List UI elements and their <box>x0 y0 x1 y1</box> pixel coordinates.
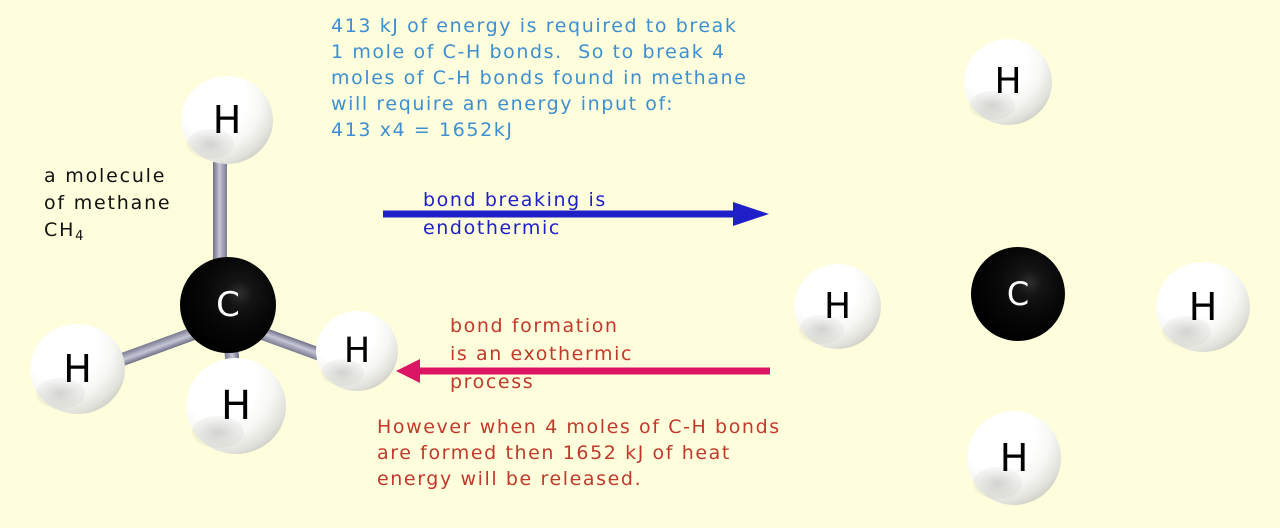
bond-breaking-label-line-1: bond breaking is <box>423 189 607 211</box>
endothermic-explanation: 413 kJ of energy is required to break 1 … <box>331 13 748 143</box>
methane-hydrogen-top: H <box>181 76 273 164</box>
bond-formation-label-line-3: process <box>450 371 535 393</box>
free-hydrogen-right: H <box>1156 262 1250 352</box>
atom-label-c: C <box>216 285 240 325</box>
methane-caption-line-1: a molecule <box>44 165 167 187</box>
atom-label-h: H <box>994 61 1022 102</box>
free-hydrogen-bottom: H <box>967 411 1061 505</box>
bond-breaking-arrow <box>383 202 769 226</box>
exothermic-explanation-line-2: are formed then 1652 kJ of heat <box>377 442 731 464</box>
methane-hydrogen-bottom-center: H <box>186 358 286 454</box>
atom-label-h: H <box>823 285 852 327</box>
methane-caption: a molecule of methane CH4 <box>44 163 171 250</box>
methane-hydrogen-bottom-left: H <box>30 324 125 414</box>
endothermic-explanation-line-3: moles of C-H bonds found in methane <box>331 67 748 89</box>
atom-label-c: C <box>1006 275 1030 313</box>
atom-label-h: H <box>999 436 1029 480</box>
atom-label-h: H <box>343 330 371 371</box>
atom-label-h: H <box>63 347 92 391</box>
atom-label-h: H <box>220 383 252 429</box>
free-hydrogen-left: H <box>794 264 881 349</box>
bond-breaking-label-line-2: endothermic <box>423 217 561 239</box>
endothermic-explanation-line-2: 1 mole of C-H bonds. So to break 4 <box>331 41 726 63</box>
bond-breaking-arrow-label: bond breaking is endothermic <box>423 186 607 242</box>
atom-label-h: H <box>1188 285 1218 329</box>
methane-formula-main: CH <box>44 219 76 241</box>
methane-hydrogen-bottom-right: H <box>316 311 398 391</box>
bond-formation-arrow <box>396 359 770 383</box>
methane-carbon: C <box>180 257 276 353</box>
exothermic-explanation-line-3: energy will be released. <box>377 468 643 490</box>
endothermic-explanation-line-5: 413 x4 = 1652kJ <box>331 119 514 141</box>
methane-formula: CH4 <box>44 219 84 244</box>
methane-formula-subscript: 4 <box>75 229 84 244</box>
bond-formation-label-line-2: is an exothermic <box>450 343 634 365</box>
free-carbon: C <box>971 247 1065 341</box>
endothermic-explanation-line-4: will require an energy input of: <box>331 93 675 115</box>
bond-formation-arrow-label: bond formation is an exothermic process <box>450 312 633 396</box>
endothermic-explanation-line-1: 413 kJ of energy is required to break <box>331 15 738 37</box>
exothermic-explanation: However when 4 moles of C-H bonds are fo… <box>377 414 781 492</box>
bond-formation-label-line-1: bond formation <box>450 315 619 337</box>
methane-caption-line-2: of methane <box>44 192 172 214</box>
free-hydrogen-top: H <box>964 39 1052 125</box>
exothermic-explanation-line-1: However when 4 moles of C-H bonds <box>377 416 781 438</box>
atom-label-h: H <box>212 98 242 142</box>
